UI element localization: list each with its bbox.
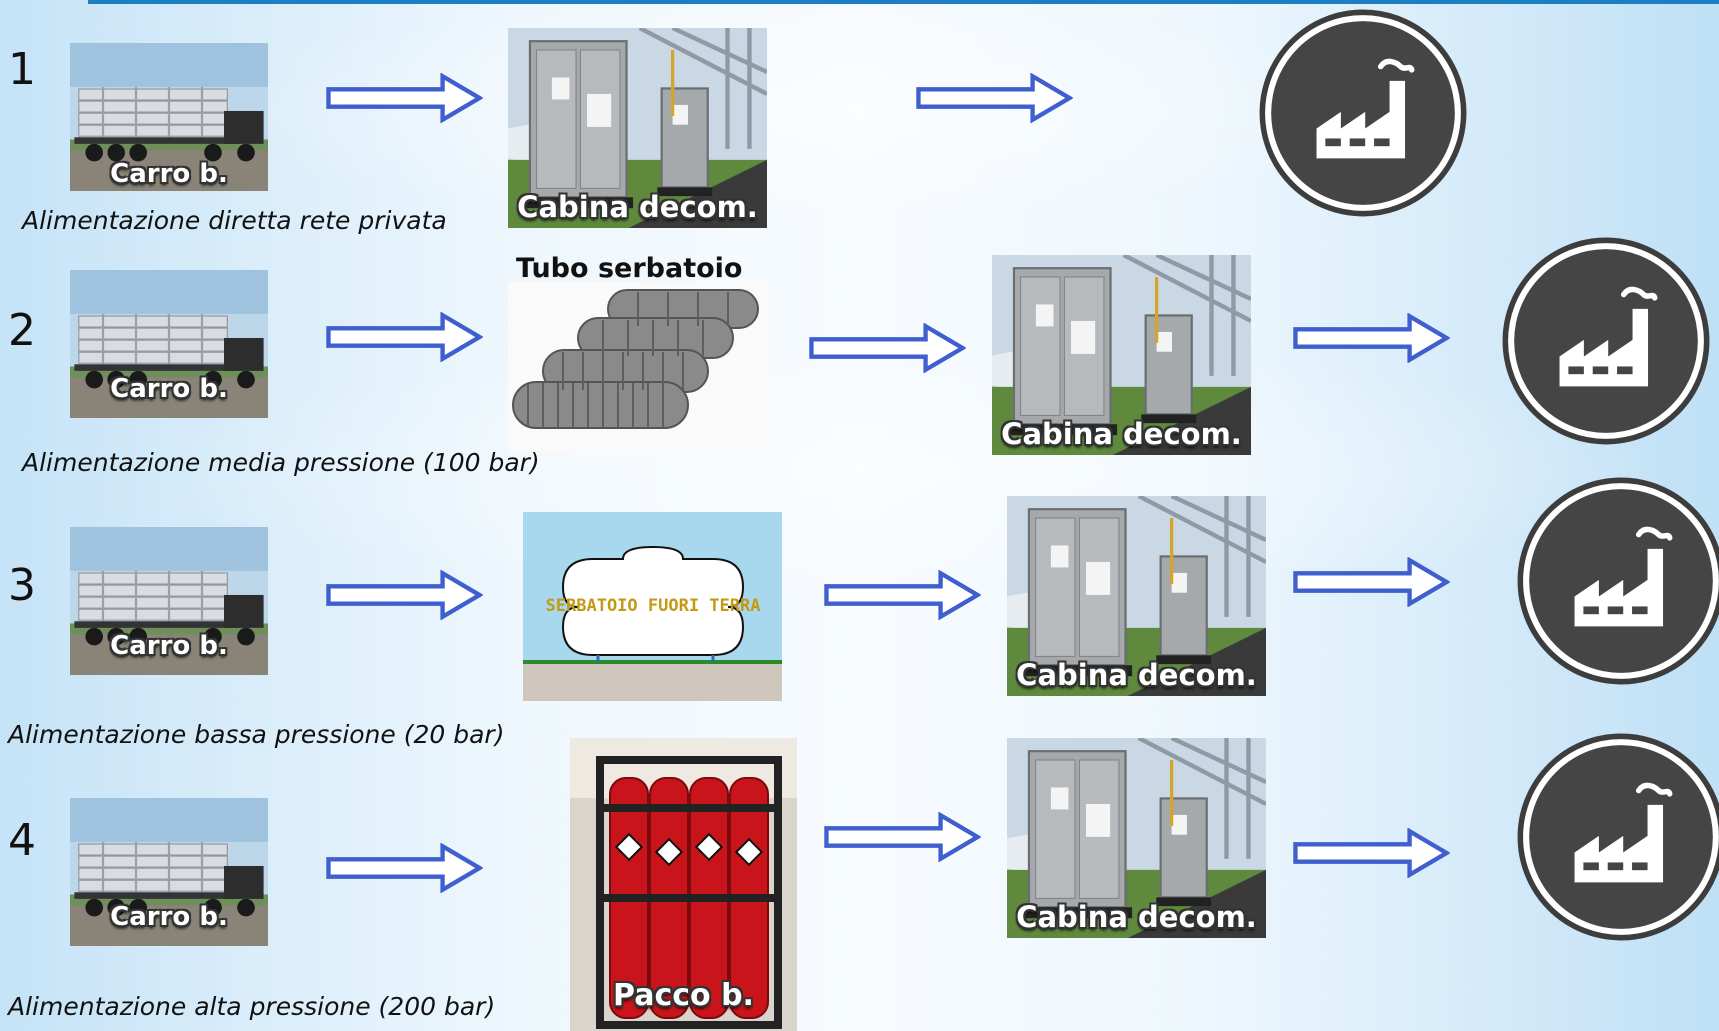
- arrow-right-icon: [823, 812, 981, 862]
- arrow-right-icon: [1292, 313, 1450, 363]
- row-4-cabina-label: Cabina decom.: [1016, 900, 1257, 934]
- row-3-carro-image: Carro b.: [70, 527, 268, 675]
- factory-icon: [1517, 477, 1719, 685]
- row-3-carro-label: Carro b.: [110, 631, 228, 661]
- row-1-cabina-image: Cabina decom.: [508, 28, 767, 228]
- row-4-caption: Alimentazione alta pressione (200 bar): [8, 992, 496, 1021]
- row-3-cabina-image: Cabina decom.: [1007, 496, 1266, 696]
- row-4-carro-image: Carro b.: [70, 798, 268, 946]
- row-2-arrow-3: [1292, 313, 1450, 363]
- serbatoio-fuori-terra-image: SERBATOIO FUORI TERRA: [523, 512, 782, 701]
- row-2-arrow-1: [325, 312, 483, 362]
- row-3-arrow-2: [823, 570, 981, 620]
- row-3-caption: Alimentazione bassa pressione (20 bar): [8, 720, 505, 749]
- row-2-carro-label: Carro b.: [110, 374, 228, 404]
- row-4-carro-label: Carro b.: [110, 902, 228, 932]
- row-3-arrow-1: [325, 570, 483, 620]
- row-1-arrow-1: [325, 73, 483, 123]
- arrow-right-icon: [325, 570, 483, 620]
- arrow-right-icon: [325, 312, 483, 362]
- row-2-cabina-label: Cabina decom.: [1001, 417, 1242, 451]
- row-4-arrow-1: [325, 843, 483, 893]
- row-1-caption: Alimentazione diretta rete privata: [22, 206, 447, 235]
- serbatoio-text: SERBATOIO FUORI TERRA: [546, 596, 761, 616]
- tubo-serbatoio-image: [508, 282, 770, 452]
- row-3-arrow-3: [1292, 557, 1450, 607]
- row-2-caption: Alimentazione media pressione (100 bar): [22, 448, 540, 477]
- row-3-factory: [1517, 477, 1719, 685]
- arrow-right-icon: [1292, 828, 1450, 878]
- row-4-cabina-image: Cabina decom.: [1007, 738, 1266, 938]
- arrow-right-icon: [325, 73, 483, 123]
- arrow-right-icon: [1292, 557, 1450, 607]
- row-1-arrow-2: [915, 73, 1073, 123]
- row-4-arrow-2: [823, 812, 981, 862]
- row-4-arrow-3: [1292, 828, 1450, 878]
- row-1-factory: [1259, 9, 1467, 217]
- row-2-factory: [1502, 237, 1710, 445]
- row-3-cabina-label: Cabina decom.: [1016, 658, 1257, 692]
- factory-icon: [1517, 733, 1719, 941]
- row-4-number: 4: [8, 815, 36, 866]
- row-2-cabina-image: Cabina decom.: [992, 255, 1251, 455]
- row-2-number: 2: [8, 305, 36, 356]
- row-1-cabina-label: Cabina decom.: [517, 190, 758, 224]
- header-accent-line: [88, 0, 1719, 4]
- row-1-carro-image: Carro b.: [70, 43, 268, 191]
- arrow-right-icon: [823, 570, 981, 620]
- factory-icon: [1502, 237, 1710, 445]
- row-1-number: 1: [8, 44, 36, 95]
- arrow-right-icon: [325, 843, 483, 893]
- row-4-factory: [1517, 733, 1719, 941]
- row-3-number: 3: [8, 560, 36, 611]
- row-2-carro-image: Carro b.: [70, 270, 268, 418]
- row-1-carro-label: Carro b.: [110, 159, 228, 189]
- arrow-right-icon: [915, 73, 1073, 123]
- factory-icon: [1259, 9, 1467, 217]
- pacco-label: Pacco b.: [613, 978, 754, 1013]
- arrow-right-icon: [808, 323, 966, 373]
- tubo-serbatoio-title: Tubo serbatoio: [516, 253, 743, 284]
- pacco-bombole-image: Pacco b.: [570, 738, 797, 1031]
- row-2-arrow-2: [808, 323, 966, 373]
